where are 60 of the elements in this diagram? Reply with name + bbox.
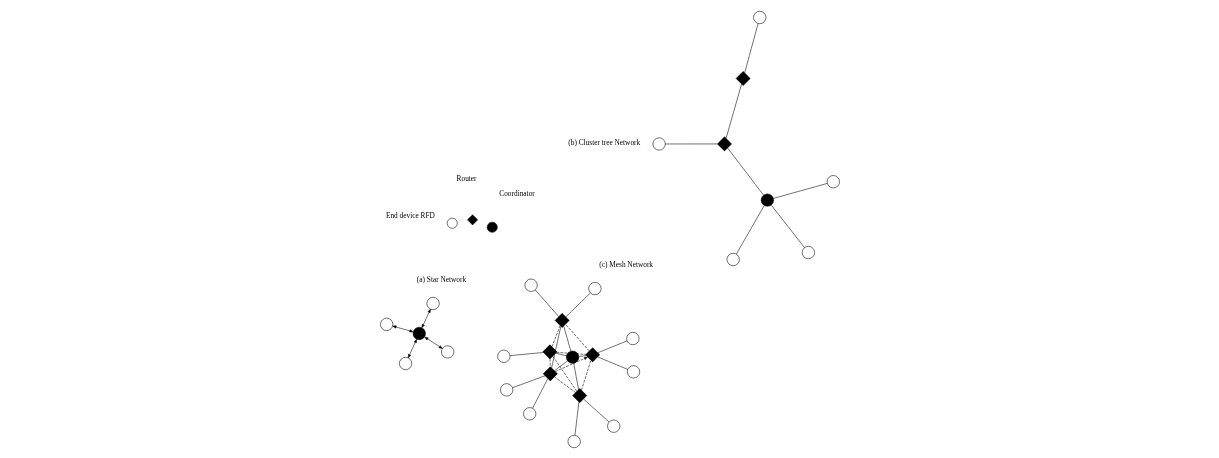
node-circle	[522, 406, 536, 420]
connector	[735, 204, 764, 254]
connector	[511, 374, 545, 388]
connector	[596, 356, 628, 370]
connector	[572, 362, 579, 390]
node-circle	[606, 419, 620, 433]
connector	[549, 358, 550, 367]
connector	[578, 354, 586, 357]
arrow	[554, 356, 588, 372]
connector	[726, 147, 764, 195]
node-circle	[499, 382, 513, 396]
node-circle	[379, 317, 393, 331]
connector	[553, 376, 576, 393]
node-diamond	[542, 344, 557, 359]
connector	[743, 22, 758, 73]
node-circle	[398, 356, 412, 370]
connector	[574, 401, 579, 436]
connector	[564, 323, 589, 351]
arrow	[392, 325, 413, 332]
node-circle	[625, 331, 639, 345]
node-diamond	[554, 312, 569, 328]
connector	[596, 340, 627, 353]
connector	[582, 398, 609, 422]
node-circle	[426, 296, 440, 310]
connector	[531, 377, 548, 408]
node-diamond	[735, 70, 750, 86]
node-circle	[652, 137, 666, 150]
connector	[552, 355, 577, 392]
connector	[565, 292, 591, 317]
node-circle	[726, 252, 740, 266]
connector	[534, 289, 559, 317]
node-diamond	[571, 387, 587, 403]
arrow	[423, 336, 443, 349]
node-circle	[496, 349, 510, 363]
node-diamond	[542, 365, 558, 381]
node-circle	[626, 364, 640, 378]
node-circle	[524, 278, 538, 292]
node-circle	[412, 326, 426, 340]
connector	[770, 204, 805, 248]
connector	[553, 360, 568, 371]
node-circle	[801, 245, 815, 259]
connector	[580, 359, 591, 390]
arrow	[407, 338, 417, 358]
connector	[551, 324, 560, 347]
connector	[509, 351, 544, 356]
node-circle	[567, 434, 581, 448]
connector	[772, 182, 828, 199]
node-circle	[760, 193, 774, 207]
connector	[563, 325, 571, 351]
node-circle	[587, 281, 601, 295]
connector	[725, 83, 742, 139]
connector	[555, 352, 567, 356]
node-circle	[565, 350, 579, 364]
arrow	[421, 308, 431, 328]
connector	[555, 351, 586, 355]
node-diamond	[716, 136, 732, 151]
node-circle	[826, 174, 840, 188]
connector	[550, 325, 561, 368]
connector	[664, 143, 718, 144]
node-circle	[752, 10, 766, 24]
